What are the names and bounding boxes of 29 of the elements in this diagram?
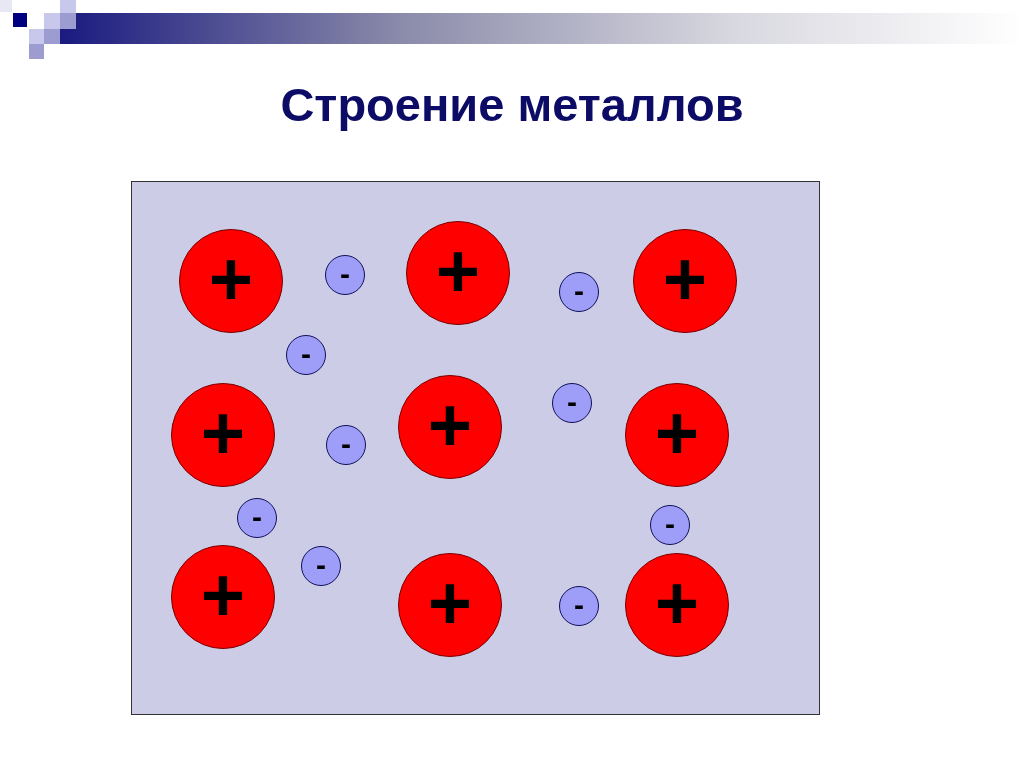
charge-sign: - (665, 512, 675, 536)
charge-sign: + (654, 572, 700, 634)
charge-sign: - (574, 593, 584, 617)
electron (559, 586, 599, 626)
charge-sign: - (316, 553, 326, 577)
charge-sign: - (567, 390, 577, 414)
charge-sign: + (427, 572, 473, 634)
charge-sign: - (252, 505, 262, 529)
charge-sign: + (200, 564, 246, 626)
title: Строение металлов (280, 78, 744, 131)
electron (326, 425, 366, 465)
electron (237, 498, 277, 538)
charge-sign: + (662, 248, 708, 310)
electron (552, 383, 592, 423)
charge-sign: - (340, 262, 350, 286)
charge-sign: - (301, 342, 311, 366)
electron (286, 335, 326, 375)
charge-sign: + (208, 248, 254, 310)
charge-sign: + (654, 402, 700, 464)
electron (650, 505, 690, 545)
electron (301, 546, 341, 586)
electron (325, 255, 365, 295)
charge-sign: + (200, 402, 246, 464)
charge-sign: + (427, 394, 473, 456)
charge-sign: - (574, 279, 584, 303)
charge-sign: - (341, 432, 351, 456)
panel (131, 181, 820, 715)
charge-sign: + (435, 240, 481, 302)
electron (559, 272, 599, 312)
